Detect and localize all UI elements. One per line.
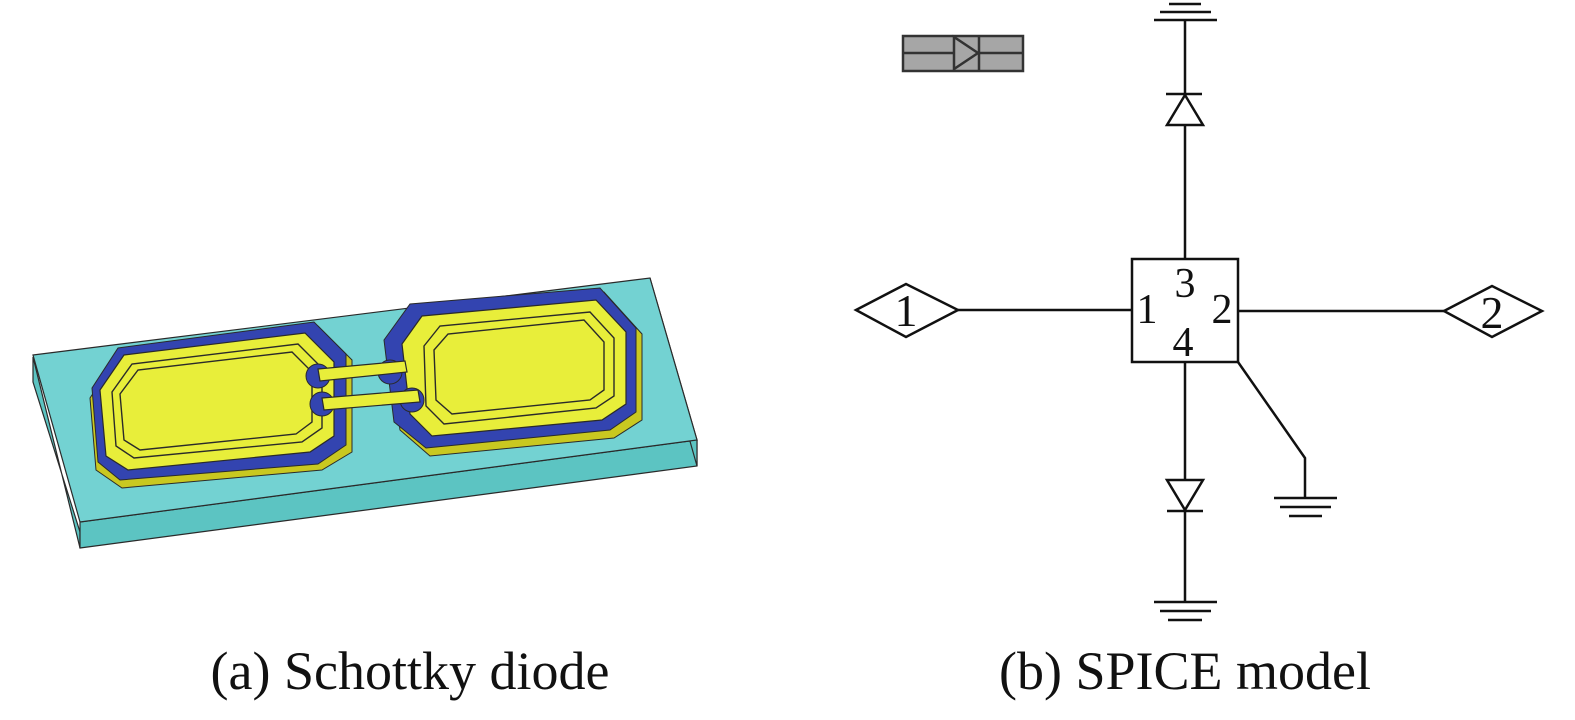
bottom-ground-icon	[1154, 600, 1217, 622]
diode-component-icon	[901, 34, 1025, 73]
diode-icon-triangle	[952, 34, 981, 72]
block-pin-4: 4	[1173, 320, 1194, 366]
schottky-diode-3d-model	[32, 277, 698, 549]
port-1-label: 1	[895, 285, 918, 336]
right-cathode-pad	[383, 287, 643, 457]
port-2-label: 2	[1481, 287, 1504, 338]
bridge-finger-lower	[321, 389, 421, 411]
left-pad-inner-outline	[111, 343, 323, 459]
lower-diode-triangle	[1164, 478, 1206, 513]
top-ground-icon	[1154, 2, 1217, 22]
caption-schottky-diode: (a) Schottky diode	[210, 641, 610, 701]
port-2-diamond	[1441, 284, 1545, 339]
finger-bridge	[305, 359, 425, 417]
upper-diode-triangle	[1164, 92, 1206, 127]
lower-diode	[1164, 478, 1206, 513]
side-ground-icon	[1274, 496, 1337, 518]
right-pad-inner-outline-2	[433, 319, 605, 415]
left-pad-inner-outline-2	[119, 351, 313, 451]
left-anode-pad	[89, 321, 353, 489]
block-pin-1: 1	[1137, 287, 1158, 333]
bridge-finger-upper	[317, 360, 408, 382]
spice-model-schematic: 3 1 2 4 1 2	[853, 2, 1545, 622]
block-pin-3: 3	[1175, 261, 1196, 307]
block-pin-2: 2	[1212, 287, 1233, 333]
wire-diagonal-ground	[1236, 361, 1307, 498]
spice-block	[1130, 257, 1240, 364]
right-pad-inner-outline	[423, 311, 615, 425]
upper-diode	[1164, 92, 1206, 127]
caption-spice-model: (b) SPICE model	[999, 641, 1371, 701]
